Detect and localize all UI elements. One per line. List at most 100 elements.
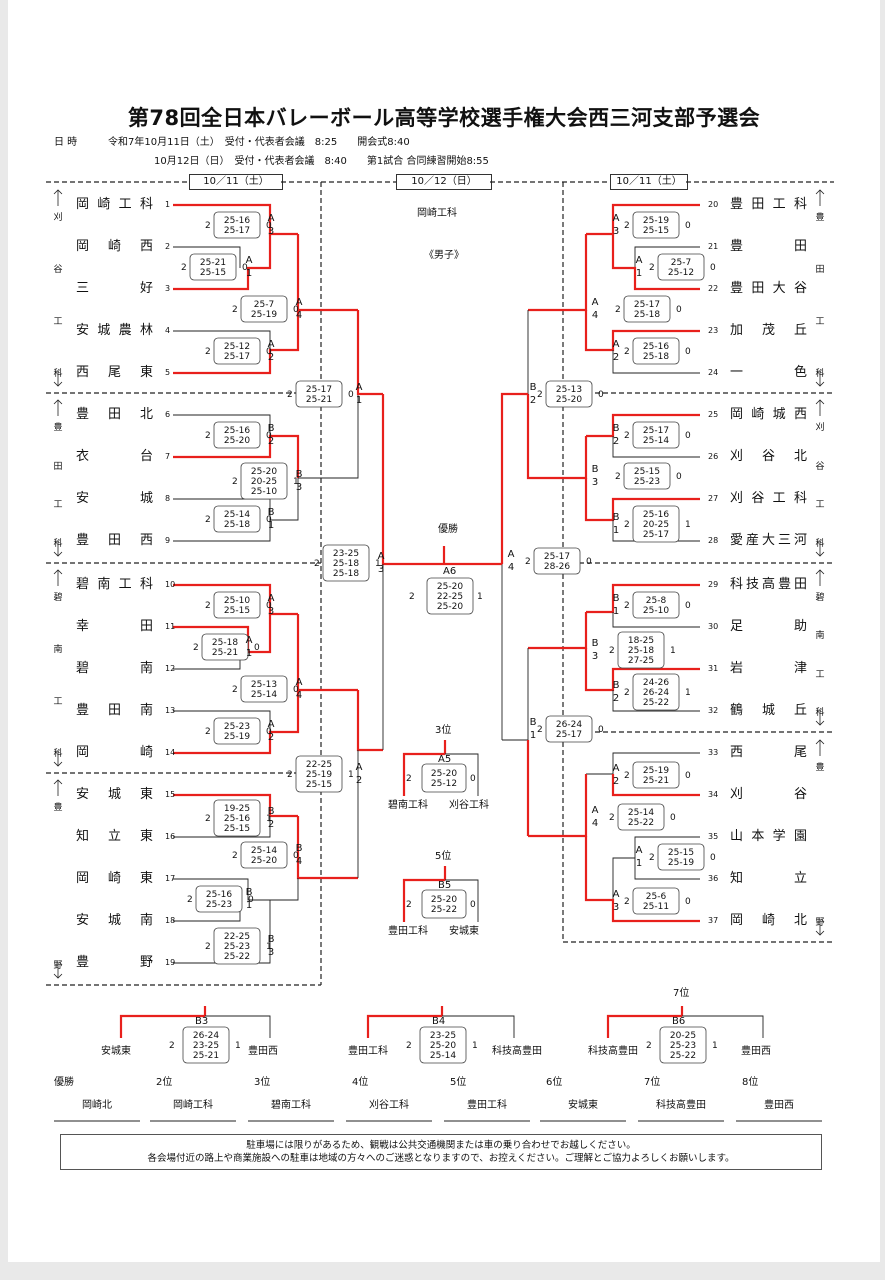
match-set-score: 24-26 [642, 678, 670, 688]
left4-char: 豊 [53, 803, 63, 813]
consolation-left-team: 豊田工科 [348, 1046, 388, 1057]
match-court: B [529, 382, 537, 393]
notice-line-2: 各会場付近の路上や商業施設への駐車は地域の方々へのご迷惑となりますので、お控えく… [147, 1153, 735, 1164]
left-team-number: 2 [165, 242, 171, 251]
consolation-winner-line [366, 1014, 442, 1038]
match-set-score: 25-18 [332, 569, 360, 579]
match-sets-won-left: 2 [649, 263, 655, 273]
match-sets-won-right: 0 [266, 601, 272, 611]
left-team-number: 4 [165, 326, 171, 335]
match-set-score: 25-18 [223, 520, 251, 530]
match-box [623, 295, 671, 323]
match-set-score: 25-17 [642, 530, 670, 540]
line-lose [612, 350, 700, 374]
right2-char: 工 [815, 500, 825, 511]
third-loser-line [445, 753, 479, 796]
match-court: B [612, 593, 620, 604]
third-right-team: 刈谷工科 [449, 800, 489, 811]
consolation-loser-line [442, 1015, 515, 1038]
match-sets-won-left: 2 [232, 477, 238, 487]
match-set-score: 26-24 [555, 720, 583, 730]
right1-char: 工 [815, 317, 825, 327]
match-box [240, 675, 288, 703]
match-set-score: 25-22 [627, 818, 655, 828]
consolation-set-score: 26-24 [192, 1031, 220, 1041]
line-win [173, 203, 298, 236]
match-box [623, 462, 671, 490]
match-court: B [295, 843, 303, 854]
right-team-number: 21 [708, 242, 719, 251]
match-box [632, 211, 680, 239]
match-set-score: 25-19 [642, 766, 670, 776]
match-sets-won-left: 2 [232, 851, 238, 861]
match-sets-won-left: 2 [205, 942, 211, 952]
result-team: 安城東 [568, 1100, 598, 1111]
left-team-name: 知立東 [76, 829, 154, 844]
right-team-number: 26 [708, 452, 719, 461]
left-team-name: 衣台 [76, 449, 154, 464]
match-sets-won-right: 0 [685, 771, 691, 781]
left1-char: 科 [53, 369, 63, 379]
line-win [173, 234, 272, 291]
right2-char: 刈 [815, 423, 825, 433]
match-sets-won-left: 2 [205, 431, 211, 441]
match-set-score: 25-23 [223, 722, 251, 732]
match-set-score: 25-21 [199, 258, 227, 268]
match-box [213, 337, 261, 365]
match-court: A [635, 255, 643, 266]
match-set-score: 18-25 [627, 636, 655, 646]
match-sets-won-left: 2 [181, 263, 187, 273]
line-win [296, 816, 358, 880]
match-set-score: 20-25 [642, 520, 670, 530]
right1-arrowhead-bottom [815, 381, 825, 387]
match-sets-won-right: 1 [266, 942, 272, 952]
match-court: B [267, 423, 275, 434]
match-sets-won-left: 2 [609, 813, 615, 823]
result-team: 岡崎北 [82, 1100, 112, 1111]
right-team-number: 20 [708, 200, 719, 209]
right-team-number: 34 [708, 790, 719, 799]
consolation-winner-line [119, 1014, 205, 1038]
match-court: A [377, 551, 385, 562]
match-sets-won-right: 0 [586, 557, 592, 567]
match-court: A [507, 549, 515, 560]
match-set-score: 25-17 [543, 552, 571, 562]
right-team-number: 29 [708, 580, 719, 589]
left2-char: 豊 [53, 423, 63, 433]
match-set-score: 25-15 [223, 606, 251, 616]
right-team-name: 鶴城丘 [730, 703, 808, 718]
match-set-score: 22-25 [305, 760, 333, 770]
match-sets-won-right: 1 [375, 559, 381, 569]
right3-arrowhead-top [815, 569, 825, 575]
match-court: B [612, 680, 620, 691]
left2-char: 科 [53, 539, 63, 549]
match-court: A [612, 763, 620, 774]
match-set-score: 25-21 [211, 648, 239, 658]
match-set-score: 25-16 [223, 814, 251, 824]
right-team-name: 岡崎北 [730, 913, 808, 928]
match-sets-won-right: 0 [293, 685, 299, 695]
consolation-set-score: 20-25 [669, 1031, 697, 1041]
right-team-name: 加茂丘 [730, 323, 808, 338]
seventh-label: 7位 [673, 988, 690, 999]
match-court: B [267, 934, 275, 945]
match-set-score: 25-22 [223, 952, 251, 962]
match-set-score: 25-18 [642, 352, 670, 362]
consolation-winner-line [606, 1014, 682, 1038]
match-set-score: 25-17 [223, 226, 251, 236]
fifth-label: 5位 [435, 851, 452, 862]
right-team-number: 35 [708, 832, 719, 841]
match-sets-won-right: 1 [266, 814, 272, 824]
right-team-name: 豊田大谷 [730, 281, 808, 296]
third-code: A5 [438, 754, 452, 765]
result-team: 科技高豊田 [656, 1100, 706, 1111]
match-order: 4 [295, 690, 303, 701]
right-team-name: 科技高豊田 [730, 577, 808, 592]
match-set-score: 25-19 [667, 858, 695, 868]
final-code: A6 [443, 566, 457, 577]
match-sets-won-right: 0 [676, 472, 682, 482]
match-set-score: 25-17 [223, 352, 251, 362]
match-sets-won-right: 0 [710, 263, 716, 273]
match-order: 3 [295, 482, 303, 493]
left-team-number: 1 [165, 200, 171, 209]
